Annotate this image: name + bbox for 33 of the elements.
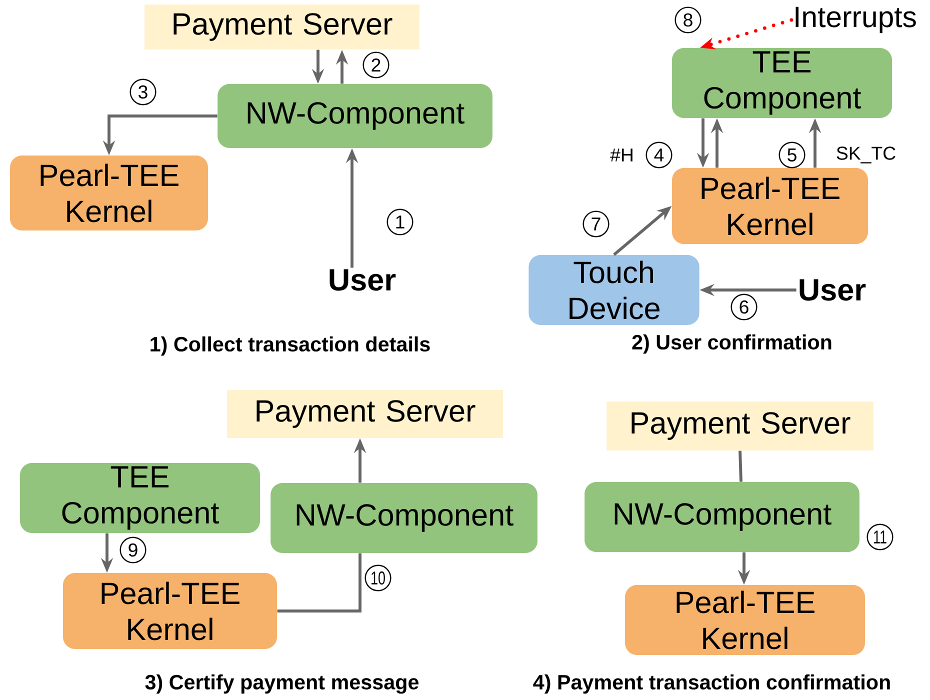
step-number: 2 [362, 52, 390, 78]
kernel-box: Pearl-TEE Kernel [10, 156, 208, 230]
step-number: 4 [646, 142, 672, 168]
step-number: 11 [866, 524, 894, 550]
panel-caption: 1) Collect transaction details [150, 336, 430, 356]
message-label: #H [610, 148, 632, 162]
device-box: Touch Device [528, 255, 700, 325]
kernel-box: Pearl-TEE Kernel [672, 168, 868, 244]
kernel-box: Pearl-TEE Kernel [625, 585, 866, 655]
actor-label: User [800, 279, 866, 301]
step-number: 5 [778, 142, 806, 168]
step-number: 7 [582, 210, 610, 238]
server-box: Payment Server [227, 390, 503, 438]
component-box: NW-Component [584, 482, 860, 552]
step-number: 10 [364, 564, 392, 592]
component-box: NW-Component [218, 84, 492, 148]
panel-caption: 2) User confirmation [632, 334, 832, 354]
component-box: NW-Component [270, 483, 538, 553]
source-label: Interrupts [796, 6, 916, 34]
component-box: TEE Component [672, 48, 892, 118]
panel-caption: 4) Payment transaction confirmation [533, 674, 890, 694]
panel-caption: 3) Certify payment message [145, 674, 419, 694]
server-box: Payment Server [606, 401, 874, 451]
step-number: 1 [386, 208, 414, 236]
step-number: 3 [130, 78, 156, 106]
message-label: SK_TC [836, 146, 896, 164]
component-box: TEE Component [20, 463, 260, 533]
step-number: 8 [674, 6, 702, 34]
step-number: 9 [120, 536, 146, 564]
step-number: 6 [730, 294, 758, 320]
kernel-box: Pearl-TEE Kernel [63, 573, 277, 649]
actor-label: User [330, 269, 396, 291]
server-box: Payment Server [144, 4, 420, 50]
